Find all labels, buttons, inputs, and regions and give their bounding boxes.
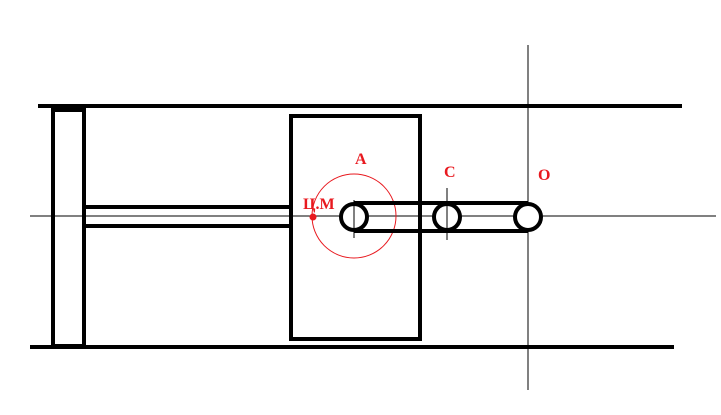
label-o: О xyxy=(538,167,550,184)
left-end-plate xyxy=(51,108,86,348)
label-center-of-mass: Ц.М xyxy=(303,196,335,213)
label-a: А xyxy=(355,151,367,168)
slider-block xyxy=(289,114,422,341)
label-c: С xyxy=(444,164,456,181)
joint-o xyxy=(513,202,543,232)
center-of-mass-point xyxy=(309,213,317,221)
